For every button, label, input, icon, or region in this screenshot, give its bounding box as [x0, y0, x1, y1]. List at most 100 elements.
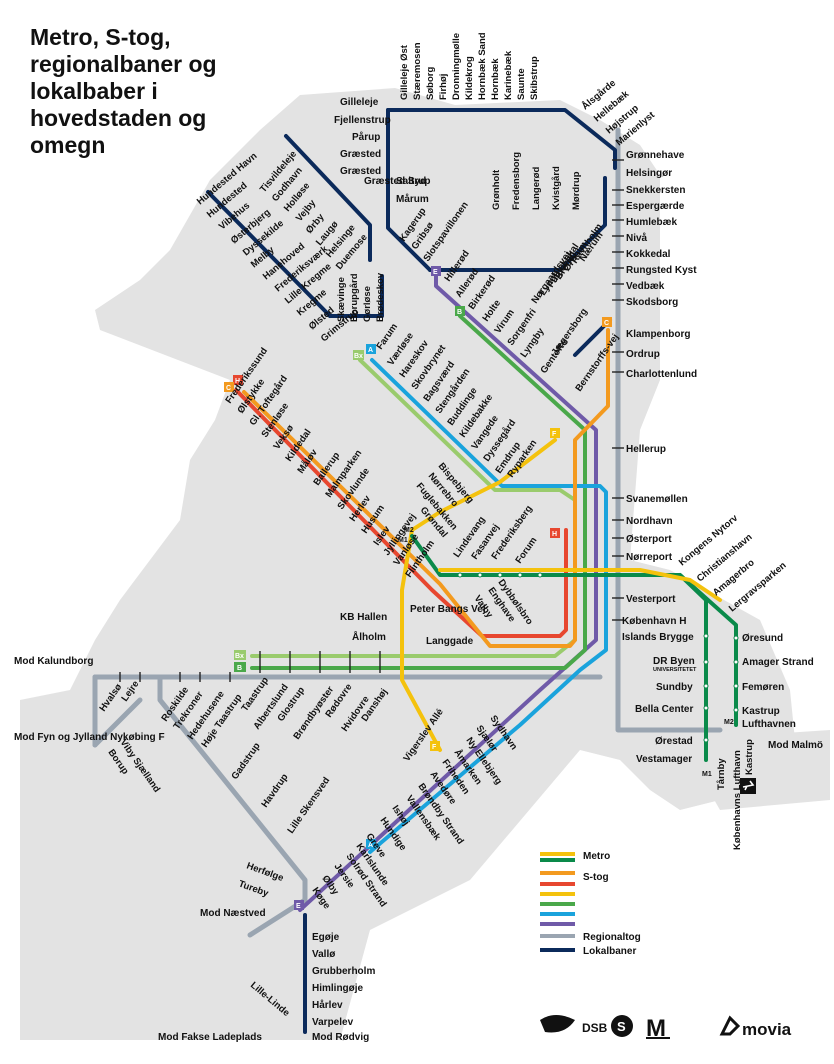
label-langgade: Langgade	[426, 636, 474, 647]
operator-logos: DSB S M movia	[540, 1015, 792, 1042]
label-c: C	[604, 320, 609, 327]
label-kobenhavns-lufthavn: Københavns Lufthavn	[732, 750, 743, 850]
label-m2: M2	[404, 527, 414, 534]
legend: Metro S-tog Regionaltog Lokalbaner	[540, 851, 641, 957]
label-femoren: Femøren	[742, 682, 784, 693]
badge-c2	[602, 317, 612, 327]
label-bella-center: Bella Center	[635, 704, 693, 715]
label-movia: movia	[742, 1020, 792, 1039]
badge-f2	[430, 741, 440, 751]
label-lokalbaner: Lokalbaner	[583, 946, 636, 957]
label-orestad: Ørestad	[655, 736, 693, 747]
label-mod-kalundborg: Mod Kalundborg	[14, 656, 93, 667]
label-borupgaard: Borupgård	[349, 273, 360, 322]
label-kb-hallen: KB Hallen	[340, 612, 387, 623]
label-f: F	[552, 431, 557, 438]
label-f: F	[432, 744, 437, 751]
label-klampenborg: Klampenborg	[626, 329, 690, 340]
label-skibstrup: Skibstrup	[529, 56, 540, 100]
label-kastrup: Kastrup	[742, 706, 780, 717]
label-amager-strand: Amager Strand	[742, 657, 814, 668]
label-dr-byen: DR Byen	[653, 656, 695, 667]
label-fredensborg: Fredensborg	[511, 152, 522, 210]
label-skodsborg: Skodsborg	[626, 297, 678, 308]
label-a: A	[368, 347, 373, 354]
label-firhoj: Firhøj	[438, 74, 449, 100]
s-tog-logo: S	[611, 1015, 633, 1037]
label-kokkedal: Kokkedal	[626, 249, 671, 260]
label-himlingoje: Himlingøje	[312, 983, 364, 994]
label-maarum: Mårum	[396, 193, 429, 205]
metro-lines	[410, 534, 738, 762]
label-metro: Metro	[583, 851, 610, 862]
page-title: Metro, S-tog, regionalbaner og lokalbabe…	[30, 24, 217, 158]
label-saunte: Saunte	[516, 68, 527, 100]
label-oresund: Øresund	[742, 633, 783, 644]
label-graested-syd: Græsted Syd	[364, 176, 426, 187]
label-b: B	[457, 309, 462, 316]
label-gilleleje: Gilleleje	[340, 97, 379, 108]
label-m1: M1	[398, 537, 408, 544]
label-dronningmolle: Dronningmølle	[451, 33, 462, 100]
label-peter-bangs-vej: Peter Bangs Vej	[410, 604, 486, 615]
badge-h	[233, 375, 243, 385]
badge-b	[455, 306, 465, 316]
local-lines	[206, 108, 617, 1034]
label-rungsted-kyst: Rungsted Kyst	[626, 265, 697, 276]
label-ordrup: Ordrup	[626, 349, 660, 360]
label-hornbaek: Hornbæk	[490, 58, 501, 100]
label-helsingor: Helsingør	[626, 168, 672, 179]
label-kildekrog: Kildekrog	[464, 56, 475, 100]
label-alholm: Ålholm	[352, 630, 386, 643]
label-b: B	[237, 665, 242, 672]
label-m2: M2	[724, 719, 734, 726]
label-svanemollen: Svanemøllen	[626, 494, 688, 505]
label-grubberholm: Grubberholm	[312, 966, 375, 977]
label-soborg: Søborg	[425, 67, 436, 100]
label-karinebaek: Karinebæk	[503, 50, 514, 100]
badge-e	[431, 266, 441, 276]
label-norreport: Nørreport	[626, 552, 673, 563]
label-snekkersten: Snekkersten	[626, 185, 685, 196]
badge-bx	[353, 350, 364, 360]
label-e: E	[296, 903, 301, 910]
label-gronnehave: Grønnehave	[626, 150, 685, 161]
coast-line-labels: Grønnehave Helsingør Snekkersten Espergæ…	[622, 150, 823, 765]
label-skaevinge: Skævinge	[336, 277, 347, 322]
label-vestamager: Vestamager	[636, 754, 692, 765]
label-paarup: Pårup	[352, 131, 380, 143]
label-humlebaek: Humlebæk	[626, 217, 678, 228]
label-charlottenlund: Charlottenlund	[626, 369, 697, 380]
label-langerod: Langerød	[531, 167, 542, 210]
label-graested: Græsted	[340, 149, 381, 160]
label-mod-rodvig: Mod Rødvig	[312, 1032, 369, 1043]
label-bx: Bx	[235, 653, 244, 660]
airplane-icon	[740, 778, 756, 794]
label-vallo: Vallø	[312, 949, 336, 960]
label-varpelev: Varpelev	[312, 1017, 354, 1028]
amager-area	[680, 730, 830, 810]
label-lufthavnen: Lufthavnen	[742, 719, 796, 730]
label-mordrup: Mørdrup	[571, 171, 582, 210]
label-egoje: Egøje	[312, 932, 340, 943]
label-espergaerde: Espergærde	[626, 201, 685, 212]
label-graested: Græsted	[340, 166, 381, 177]
movia-logo: movia	[719, 1015, 792, 1039]
label-vedbaek: Vedbæk	[626, 281, 665, 292]
label-kastrup2: Kastrup	[744, 739, 755, 775]
badge-e2	[294, 900, 304, 910]
label-vesterport: Vesterport	[626, 594, 676, 605]
badge-a	[366, 344, 376, 354]
label-s: S	[617, 1019, 626, 1034]
label-niva: Nivå	[626, 232, 648, 244]
line-badges: H C E B Bx A C F H Bx B F A E M2 M1 M2 M…	[224, 266, 734, 910]
label-mod-naestved: Mod Næstved	[200, 908, 266, 919]
label-stog: S-tog	[583, 872, 609, 883]
label-nordhavn: Nordhavn	[626, 516, 673, 527]
label-a: A	[368, 842, 373, 849]
label-dsb: DSB	[582, 1021, 608, 1035]
label-harlev: Hårlev	[312, 999, 343, 1011]
badge-c	[224, 382, 234, 392]
label-hellerup: Hellerup	[626, 444, 666, 455]
